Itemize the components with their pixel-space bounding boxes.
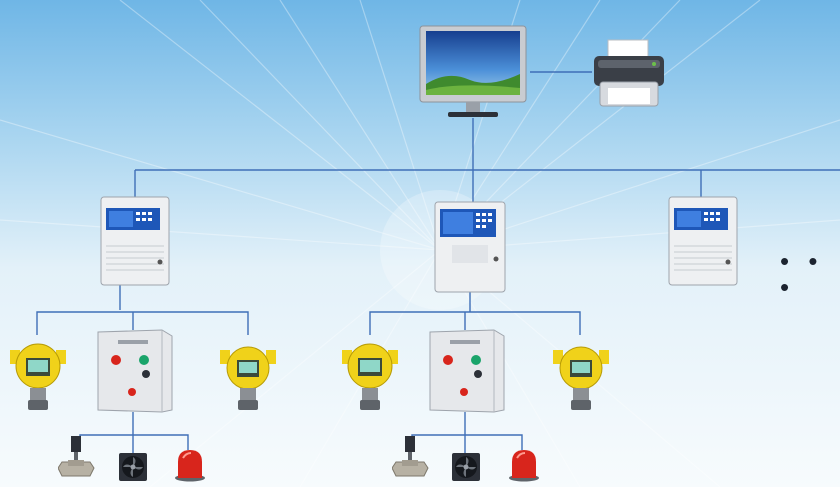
control-box-icon [429,329,505,413]
solenoid-valve-icon [392,436,429,477]
exhaust-fan-icon [452,453,480,481]
gas-detector-icon [220,346,276,410]
alarm-controller-icon [100,196,170,286]
warning-light-icon [175,450,205,482]
warning-light-icon [509,450,539,482]
alarm-controller-icon [668,196,738,286]
printer-icon [594,39,664,107]
computer-monitor-icon [419,25,527,117]
solenoid-valve-icon [58,436,95,477]
gas-detector-icon [342,343,398,410]
exhaust-fan-icon [119,453,147,481]
control-box-icon [97,329,173,413]
more-controllers-ellipsis: • • • [780,246,824,302]
gas-detector-icon [10,343,66,410]
gas-detector-icon [553,346,609,410]
alarm-controller-icon [434,201,506,293]
